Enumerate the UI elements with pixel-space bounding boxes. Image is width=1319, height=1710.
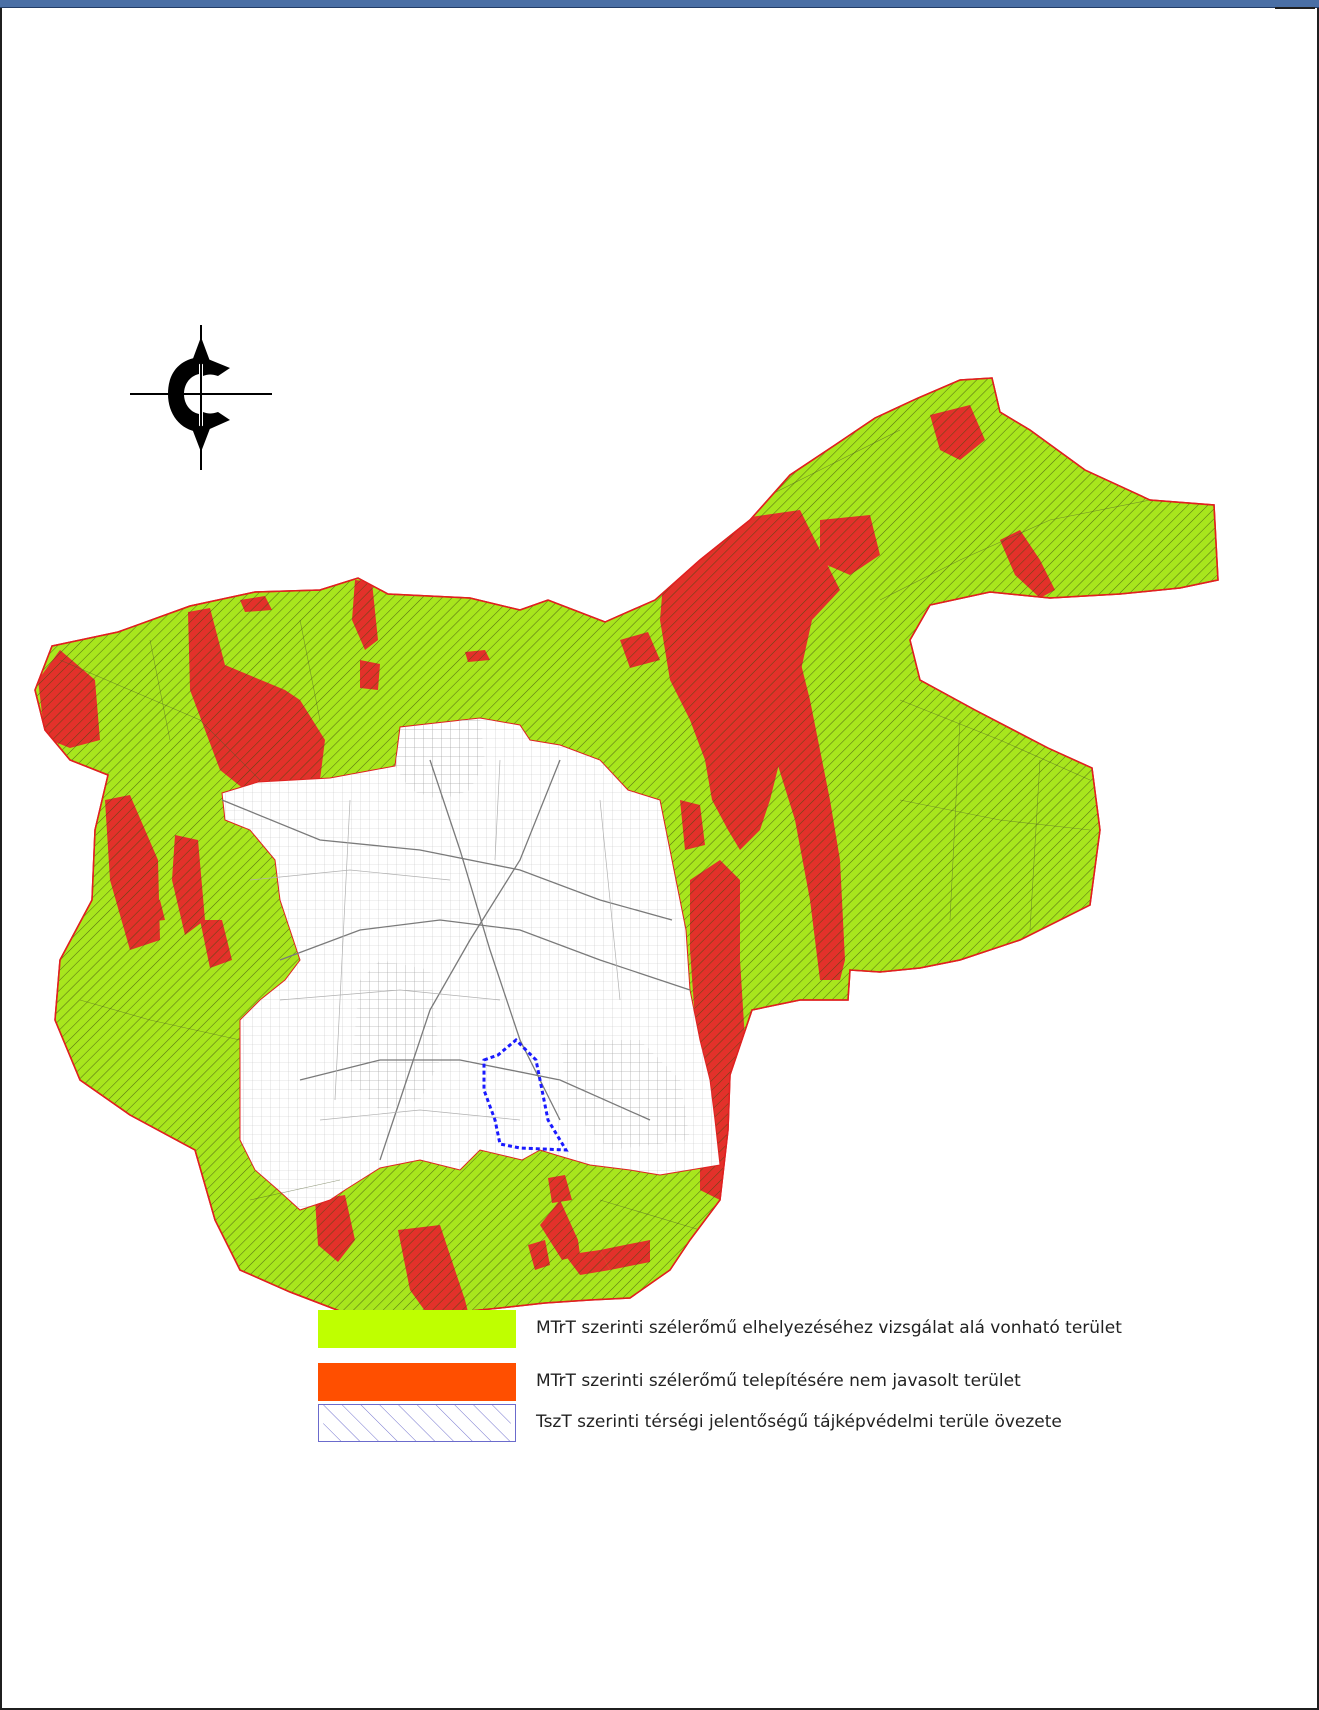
legend-label-landscape: TszT szerinti térségi jelentőségű tájkép… bbox=[536, 1412, 1062, 1432]
legend-swatch-green bbox=[318, 1310, 516, 1348]
study-area-outline bbox=[482, 1037, 569, 1152]
compass-north-icon bbox=[130, 325, 272, 470]
top-header-rule bbox=[0, 0, 1319, 8]
top-right-rule bbox=[1275, 7, 1315, 9]
town-core bbox=[221, 717, 721, 1211]
legend-label-not-recommended: MTrT szerinti szélerőmű telepítésére nem… bbox=[536, 1371, 1021, 1391]
legend-swatch-hatch bbox=[318, 1404, 516, 1442]
legend-label-investigate: MTrT szerinti szélerőmű elhelyezéséhez v… bbox=[536, 1318, 1122, 1338]
legend-swatch-red bbox=[318, 1363, 516, 1401]
municipality-map bbox=[34, 377, 1219, 1321]
